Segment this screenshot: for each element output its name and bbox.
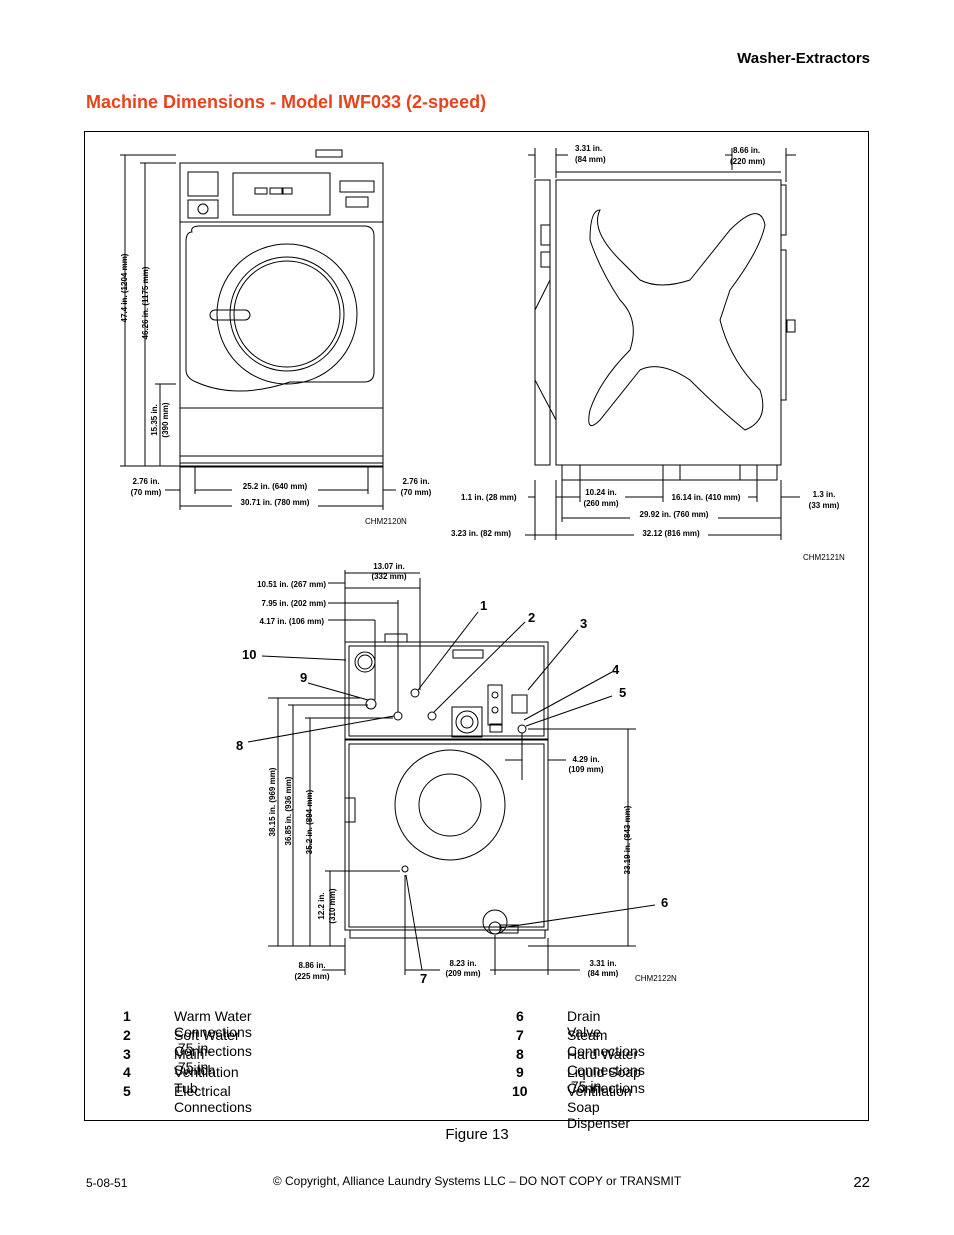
callout-6: 6: [661, 895, 668, 910]
dim-top-left-a: 3.31 in.: [575, 144, 602, 153]
rear-view-code: CHM2122N: [635, 974, 677, 983]
callout-2: 2: [528, 610, 535, 625]
figure-frame: [84, 131, 869, 1121]
dim-right-a: 1.3 in.: [813, 490, 836, 499]
legend-num: 3: [123, 1046, 131, 1062]
copyright-notice: © Copyright, Alliance Laundry Systems LL…: [272, 1174, 682, 1188]
dim-4-17: 4.17 in. (106 mm): [260, 617, 325, 626]
dim-12-2-a: 12.2 in.: [317, 892, 326, 919]
callout-8: 8: [236, 738, 243, 753]
callout-7: 7: [420, 971, 427, 986]
dim-overall-height: 47.4 in. (1204 mm): [120, 253, 129, 322]
legend-text: Electrical Connections: [174, 1083, 252, 1115]
legend-num: 4: [123, 1064, 131, 1080]
dim-left-foot: 1.1 in. (28 mm): [461, 493, 517, 502]
doc-number: 5-08-51: [86, 1176, 128, 1190]
dim-door-height-a: 15.35 in.: [150, 404, 159, 436]
figure-caption: Figure 13: [445, 1126, 509, 1143]
dim-4-29-b: (109 mm): [568, 765, 603, 774]
legend-text: Hard Water Connections .75 in.: [567, 1046, 645, 1094]
dim-3-31-a: 3.31 in.: [589, 959, 616, 968]
rear-view-drawing: [247, 570, 656, 975]
side-view-drawing: [525, 148, 800, 540]
callout-4: 4: [612, 662, 620, 677]
side-view-code: CHM2121N: [803, 553, 845, 562]
legend-text: Soft Water Connections .75 in.: [174, 1027, 252, 1075]
legend-num: 2: [123, 1027, 131, 1043]
dim-8-86-a: 8.86 in.: [298, 961, 325, 970]
legend-text: Ventilation Soap Dispenser: [567, 1083, 632, 1131]
legend-text: Liquid Soap Connections: [567, 1064, 645, 1096]
dim-left-offset-b: (70 mm): [131, 488, 162, 497]
dim-top-right-b: (220 mm): [730, 157, 765, 166]
legend-text: Main Switch: [174, 1046, 216, 1078]
dim-8-23-b: (209 mm): [445, 969, 480, 978]
dim-12-2-b: (310 mm): [328, 888, 337, 923]
dim-overall-depth: 32.12 (816 mm): [642, 529, 700, 538]
dim-right-offset-a: 2.76 in.: [402, 477, 429, 486]
dim-8-86-b: (225 mm): [294, 972, 329, 981]
dim-cabinet-height: 46.26 in. (1175 mm): [141, 266, 150, 339]
legend-num: 10: [512, 1083, 528, 1099]
dim-36-85: 36.85 in. (936 mm): [284, 776, 293, 845]
dim-3-31-b: (84 mm): [588, 969, 619, 978]
callout-5: 5: [619, 685, 626, 700]
dim-foot-b: (260 mm): [583, 499, 618, 508]
dim-35-2: 35.2 in. (894 mm): [305, 789, 314, 854]
dim-right-offset-b: (70 mm): [401, 488, 432, 497]
legend-num: 1: [123, 1008, 131, 1024]
legend-text: Steam Connections: [567, 1027, 645, 1059]
dim-7-95: 7.95 in. (202 mm): [262, 599, 327, 608]
dim-38-15: 38.15 in. (969 mm): [268, 767, 277, 836]
dim-right-b: (33 mm): [809, 501, 840, 510]
legend-num: 5: [123, 1083, 131, 1099]
legend-num: 6: [516, 1008, 524, 1024]
dim-door-height-b: (390 mm): [161, 402, 170, 437]
dim-foot-spacing: 16.14 in. (410 mm): [672, 493, 741, 502]
page-number: 22: [853, 1174, 870, 1191]
legend-num: 8: [516, 1046, 524, 1062]
legend-num: 9: [516, 1064, 524, 1080]
section-header: Washer-Extractors: [737, 50, 870, 67]
dim-4-29-a: 4.29 in.: [572, 755, 599, 764]
dim-top-left-b: (84 mm): [575, 155, 606, 164]
dim-depth: 29.92 in. (760 mm): [640, 510, 709, 519]
dim-left-offset-a: 2.76 in.: [132, 477, 159, 486]
front-view-drawing: [120, 149, 396, 510]
dim-8-23-a: 8.23 in.: [449, 959, 476, 968]
dim-inner-width: 25.2 in. (640 mm): [243, 482, 308, 491]
dim-foot-a: 10.24 in.: [585, 488, 617, 497]
dim-overall-width: 30.71 in. (780 mm): [241, 498, 310, 507]
dim-13-a: 13.07 in.: [373, 562, 405, 571]
legend-text: Warm Water Connections .75 in.: [174, 1008, 252, 1056]
dim-rear: 3.23 in. (82 mm): [451, 529, 511, 538]
legend-text: Ventilation Tub: [174, 1064, 239, 1096]
dim-33-19: 33.19 in. (843 mm): [623, 805, 632, 874]
dim-13-b: (332 mm): [371, 572, 406, 581]
legend-num: 7: [516, 1027, 524, 1043]
callout-10: 10: [242, 647, 256, 662]
page-title: Machine Dimensions - Model IWF033 (2-spe…: [86, 92, 487, 112]
callout-9: 9: [300, 670, 307, 685]
dim-10-51: 10.51 in. (267 mm): [257, 580, 326, 589]
front-view-code: CHM2120N: [365, 517, 407, 526]
legend-text: Drain Valve: [567, 1008, 601, 1040]
callout-1: 1: [480, 598, 487, 613]
dim-top-right-a: 8.66 in.: [733, 146, 760, 155]
callout-3: 3: [580, 616, 587, 631]
